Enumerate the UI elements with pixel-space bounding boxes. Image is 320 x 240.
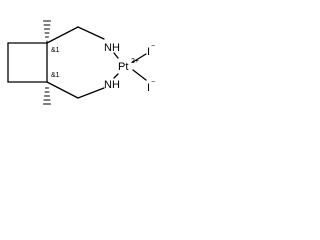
seven-membered-ring-bonds <box>46 26 147 99</box>
atom-pt: Pt <box>118 61 128 73</box>
bond-pt-i-top <box>132 53 147 63</box>
bond-c-ch2-bottom <box>46 81 79 99</box>
cyclobutane-ring <box>7 42 48 83</box>
stereo-hash-bottom <box>43 87 51 105</box>
bond-nh-pt-top <box>113 52 119 59</box>
pt-charge: 2+ <box>131 58 139 65</box>
atom-nh-bottom: NH <box>104 79 120 91</box>
bond-nh-pt-bottom <box>113 73 119 79</box>
stereo-label-bottom: &1 <box>51 72 60 79</box>
bond-pt-i-bottom <box>132 69 147 81</box>
atom-iodide-bottom: I <box>147 82 150 94</box>
stereo-hash-top <box>43 20 51 44</box>
bond-ch2-nh-bottom <box>77 87 105 99</box>
stereo-label-top: &1 <box>51 47 60 54</box>
atom-iodide-top: I <box>147 46 150 58</box>
iodide-bottom-charge: − <box>151 79 155 86</box>
bond-c-ch2-top <box>46 26 79 44</box>
molecule-structure: &1 &1 NH NH Pt 2+ I − I − <box>7 20 155 105</box>
iodide-top-charge: − <box>151 43 155 50</box>
bond-ch2-nh-top <box>77 26 105 40</box>
atom-nh-top: NH <box>104 42 120 54</box>
